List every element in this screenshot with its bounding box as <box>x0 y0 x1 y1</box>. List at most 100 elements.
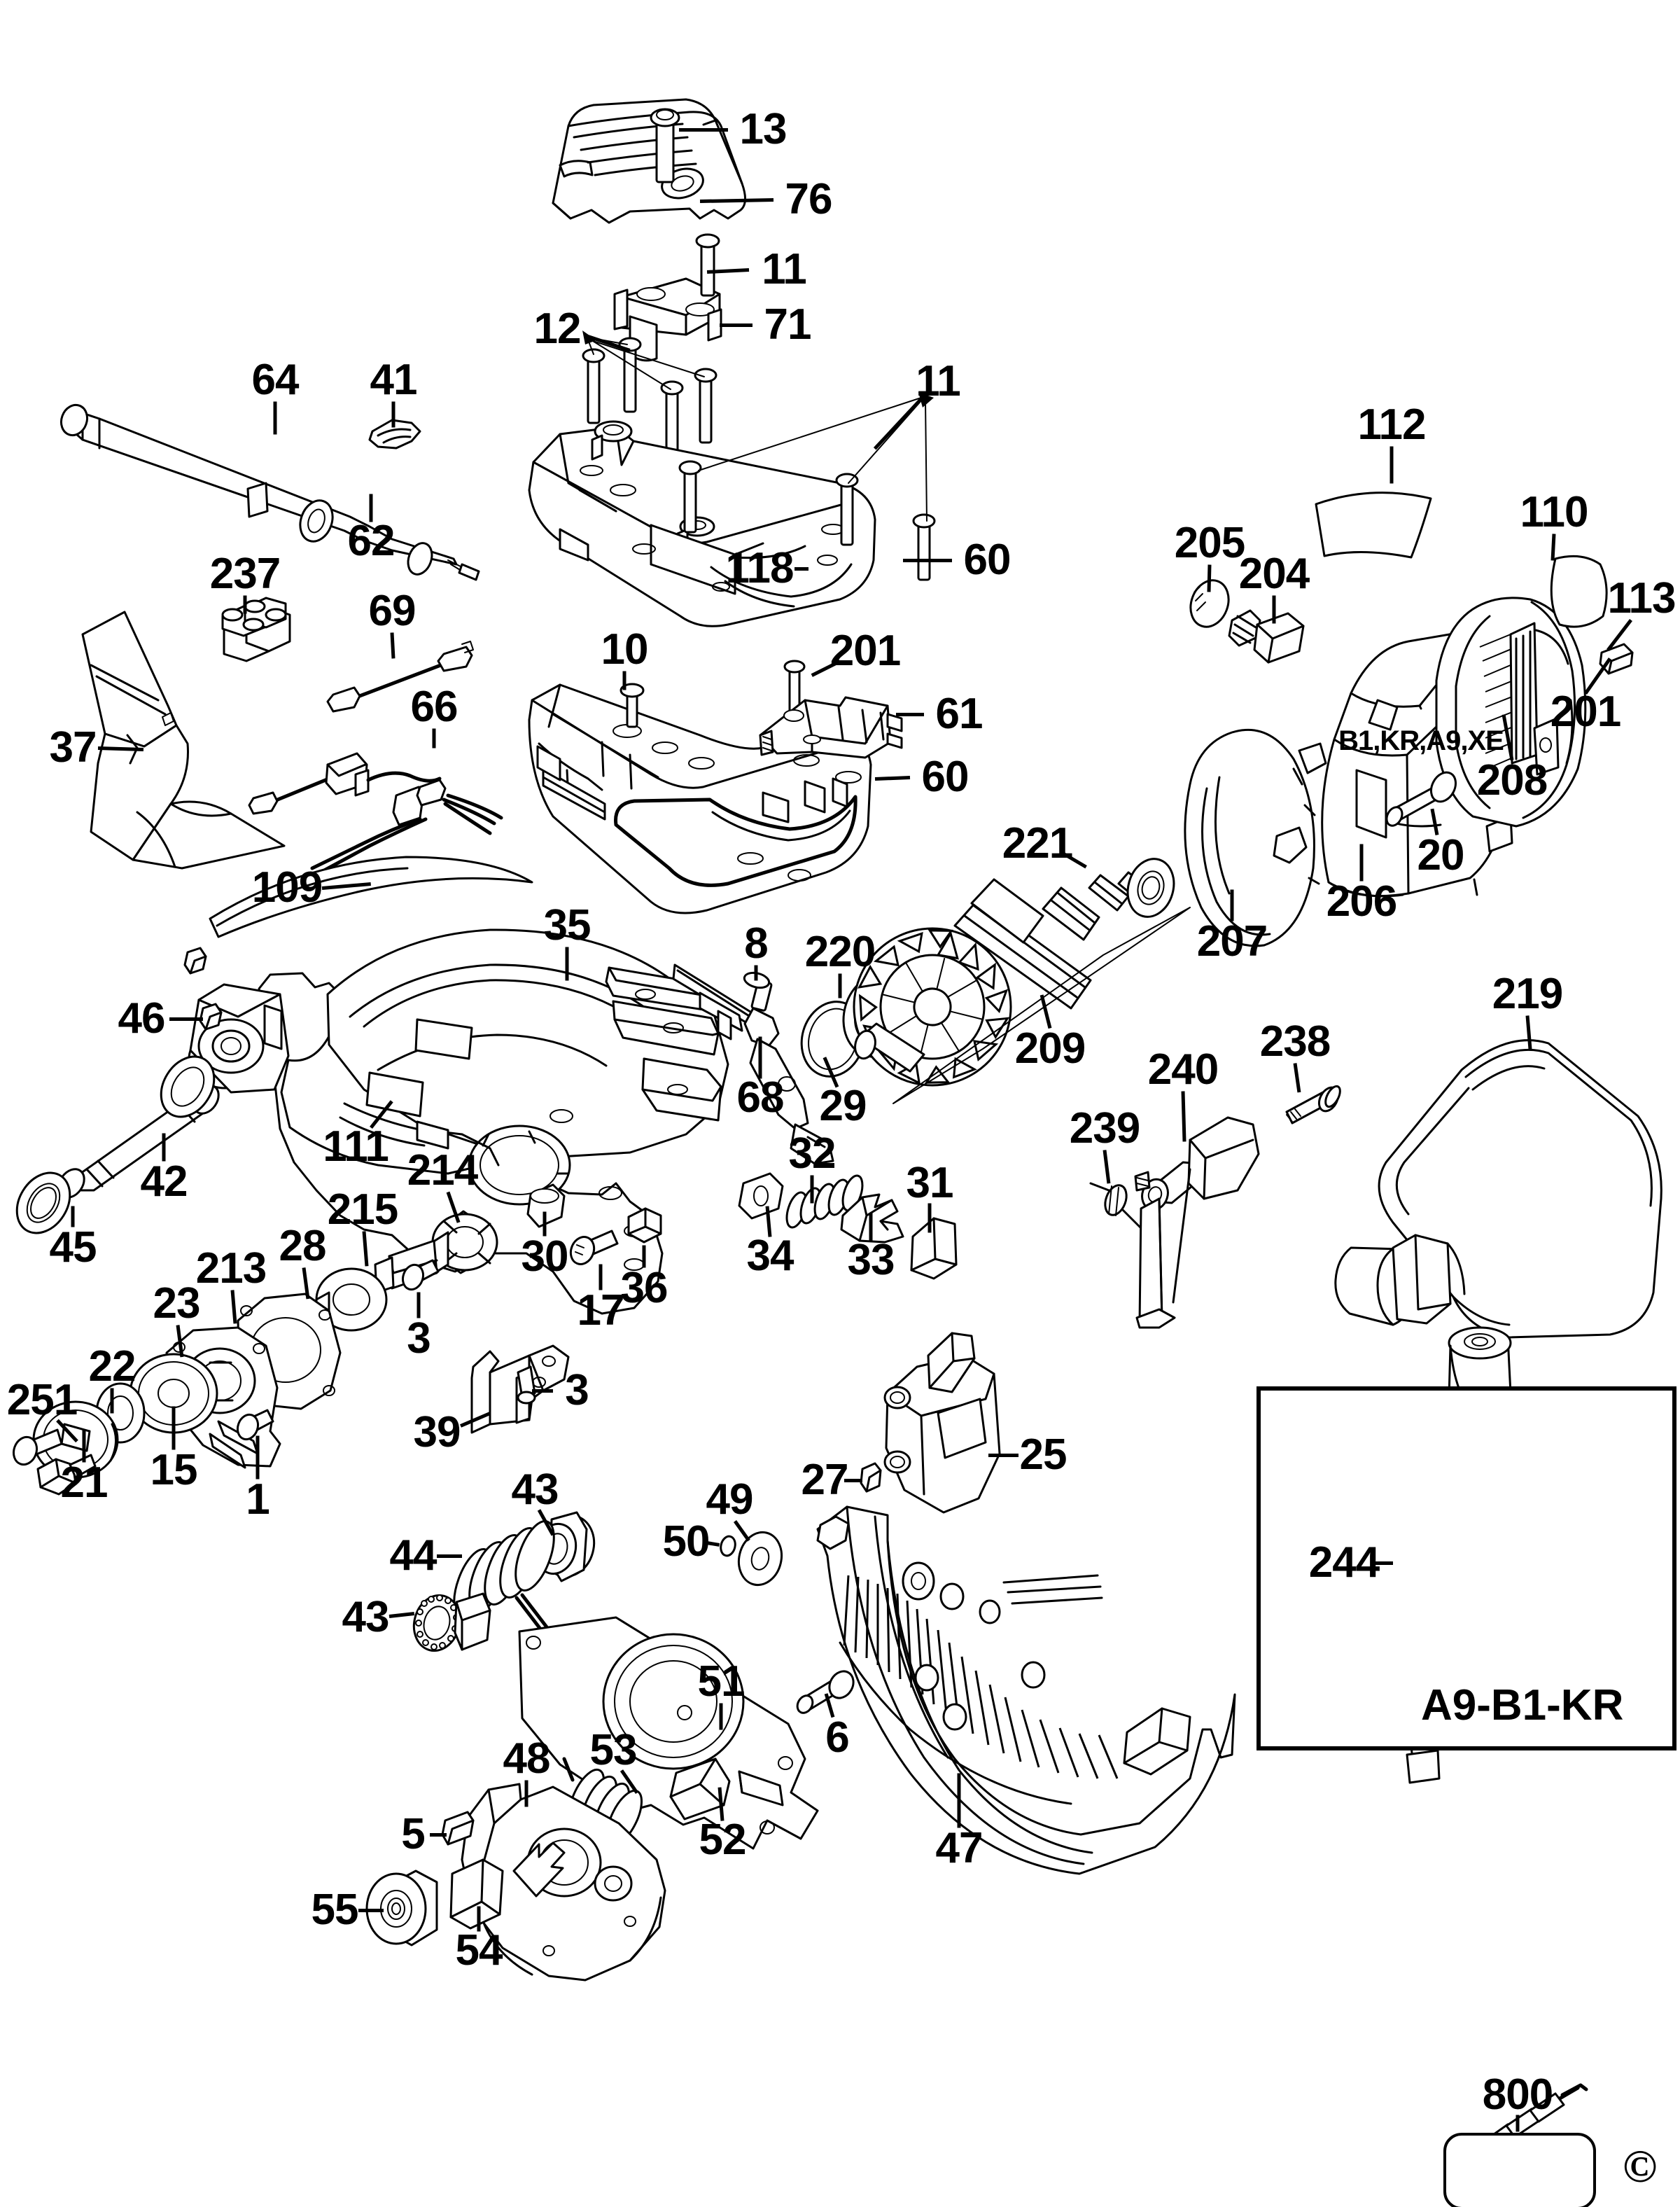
callout-label-11: 11 <box>762 245 807 293</box>
part-60-upper-housing <box>529 422 875 626</box>
callout-label-51: 51 <box>697 1657 746 1706</box>
callout-leader-10 <box>622 671 626 690</box>
part-109-blade <box>210 857 532 937</box>
part-6-bolt <box>794 1667 858 1716</box>
callout-leader-5 <box>430 1832 447 1837</box>
callout-label-39: 39 <box>413 1408 461 1456</box>
part-31-block <box>911 1218 956 1279</box>
part-41-cord-clip <box>370 420 420 448</box>
callout-label-109: 109 <box>251 863 323 912</box>
callout-label-800: 800 <box>1482 2070 1553 2119</box>
callout-label-31: 31 <box>906 1159 954 1207</box>
part-27-plug <box>861 1463 881 1491</box>
callout-label-213: 213 <box>195 1244 267 1293</box>
part-207-end-cap <box>1185 730 1326 946</box>
part-76-handle-cover <box>553 99 746 223</box>
part-36-nut <box>629 1209 661 1242</box>
callout-label-25: 25 <box>1019 1430 1068 1479</box>
part-209-armature <box>837 872 1190 1104</box>
callout-label-22: 22 <box>88 1342 136 1391</box>
callout-label-17: 17 <box>577 1286 625 1335</box>
callout-label-244: 244 <box>1308 1538 1380 1587</box>
callout-label-46: 46 <box>118 994 166 1043</box>
part-215-spacer <box>316 1269 386 1339</box>
part-8-screw <box>743 970 771 1011</box>
part-71-clamp <box>615 279 721 361</box>
callout-label-239: 239 <box>1069 1104 1140 1153</box>
part-35-saw-body-housing <box>189 930 728 1314</box>
callout-label-201: 201 <box>830 627 901 675</box>
part-800-box <box>1443 2133 1596 2207</box>
part-68-link-arm <box>673 965 833 1164</box>
callout-label-201: 201 <box>1550 688 1621 736</box>
part-204-carbon-brush <box>1229 611 1303 662</box>
callout-leader-42 <box>162 1133 166 1161</box>
callout-label-238: 238 <box>1259 1017 1331 1066</box>
callout-leader-204 <box>1272 595 1276 623</box>
callout-label-208: 208 <box>1476 756 1548 805</box>
callout-label-64: 64 <box>251 356 300 404</box>
callout-leader-46 <box>169 1017 203 1021</box>
callout-label-221: 221 <box>1002 819 1073 868</box>
callout-leader-31 <box>927 1203 932 1232</box>
part-10-screw <box>621 684 643 727</box>
callout-label-113: 113 <box>1607 574 1676 622</box>
part-52-pad <box>671 1759 729 1819</box>
part-237-terminal-block <box>223 598 290 661</box>
callout-label-20: 20 <box>1417 831 1465 879</box>
callout-label-28: 28 <box>279 1222 327 1270</box>
part-17-bolt <box>567 1231 617 1268</box>
part-113-screw <box>1600 644 1632 674</box>
callout-label-6: 6 <box>825 1713 849 1762</box>
variant-inset-box <box>1256 1386 1676 1750</box>
callout-leader-1 <box>255 1435 260 1479</box>
callout-leader-25 <box>988 1453 1018 1457</box>
callout-label-5: 5 <box>401 1810 425 1858</box>
callout-leader-205 <box>1207 564 1212 592</box>
callout-label-35: 35 <box>543 901 592 949</box>
callout-label-45: 45 <box>49 1223 97 1272</box>
callout-label-110: 110 <box>1520 488 1588 536</box>
callout-label-3: 3 <box>407 1314 430 1363</box>
callout-label-37: 37 <box>49 723 97 772</box>
part-46-pins <box>185 948 221 1029</box>
callout-leader-71 <box>720 323 752 327</box>
callout-label-44: 44 <box>389 1531 438 1580</box>
part-208-end-shield <box>1436 598 1586 826</box>
callout-label-10: 10 <box>601 625 649 674</box>
callout-leader-68 <box>758 1036 762 1078</box>
callout-label-207: 207 <box>1196 917 1268 966</box>
callout-label-36: 36 <box>620 1264 668 1312</box>
callout-leader-61 <box>896 712 924 716</box>
part-13-screw <box>651 109 679 182</box>
part-69-cable <box>328 641 473 711</box>
callout-label-1: 1 <box>246 1475 270 1524</box>
callout-leader-13 <box>679 127 728 132</box>
callout-label-42: 42 <box>140 1157 188 1206</box>
part-23-flange-washer <box>130 1354 217 1433</box>
part-54-spacer <box>451 1860 503 1928</box>
callout-label-69: 69 <box>368 587 416 635</box>
part-49-washer <box>734 1528 788 1589</box>
callout-label-220: 220 <box>804 928 876 976</box>
callout-label-209: 209 <box>1014 1024 1086 1073</box>
callout-label-68: 68 <box>736 1073 785 1122</box>
callout-leader-47 <box>957 1773 961 1827</box>
callout-leader-48 <box>524 1780 528 1806</box>
callout-leader-44 <box>437 1554 462 1558</box>
callout-label-62: 62 <box>347 517 396 565</box>
callout-label-12: 12 <box>533 305 582 353</box>
part-11b-screws <box>680 392 934 580</box>
part-66-wiring-harness <box>249 753 501 874</box>
part-205-brush-cap <box>1184 575 1235 632</box>
callout-leader-51 <box>719 1703 723 1729</box>
callout-label-60: 60 <box>963 536 1011 584</box>
callout-label-49: 49 <box>706 1475 754 1524</box>
part-240-lever <box>1135 1118 1259 1328</box>
part-25-clamp-foot <box>885 1333 1000 1512</box>
callout-label-11: 11 <box>916 357 961 405</box>
callout-label-76: 76 <box>785 175 833 223</box>
part-30-bushing <box>528 1185 564 1227</box>
part-112-plate <box>1316 493 1431 557</box>
